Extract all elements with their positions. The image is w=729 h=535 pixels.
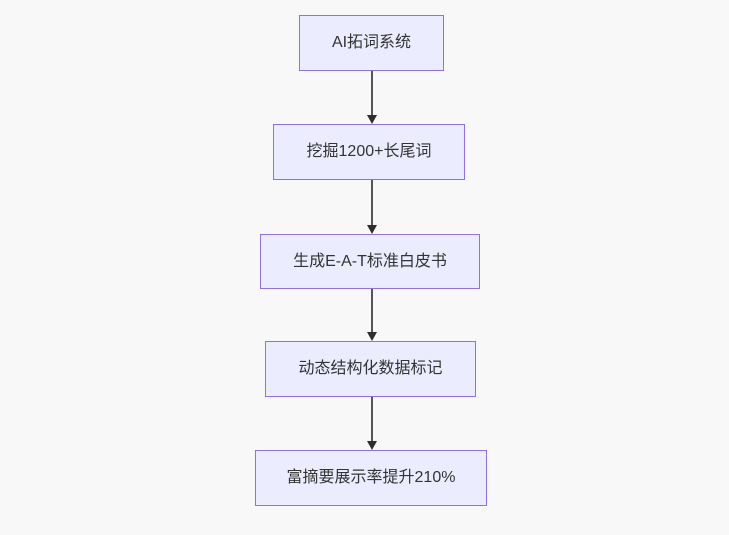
- flow-node-label: AI拓词系统: [331, 34, 412, 51]
- arrow-head-down-icon: [366, 441, 377, 450]
- arrow-line: [370, 71, 373, 115]
- flow-node-generate-eat-whitepaper: 生成E-A-T标准白皮书: [260, 234, 480, 289]
- flow-edge-1-2: [366, 71, 377, 124]
- flow-node-label: 富摘要展示率提升210%: [286, 469, 456, 486]
- flow-node-label: 挖掘1200+长尾词: [306, 143, 432, 160]
- flow-node-rich-snippet-rate-increase: 富摘要展示率提升210%: [255, 450, 487, 506]
- arrow-line: [370, 180, 373, 225]
- arrow-line: [370, 397, 373, 441]
- arrow-head-down-icon: [366, 225, 377, 234]
- flow-node-mine-longtail-keywords: 挖掘1200+长尾词: [273, 124, 465, 180]
- flow-edge-4-5: [366, 397, 377, 450]
- flow-node-label: 动态结构化数据标记: [298, 360, 443, 377]
- flow-node-label: 生成E-A-T标准白皮书: [293, 252, 447, 270]
- flow-edge-3-4: [366, 289, 377, 341]
- arrow-head-down-icon: [366, 115, 377, 124]
- arrow-line: [370, 289, 373, 332]
- flow-node-dynamic-structured-data-markup: 动态结构化数据标记: [265, 341, 476, 397]
- flow-edge-2-3: [366, 180, 377, 234]
- arrow-head-down-icon: [366, 332, 377, 341]
- flow-node-ai-word-expansion-system: AI拓词系统: [299, 15, 444, 71]
